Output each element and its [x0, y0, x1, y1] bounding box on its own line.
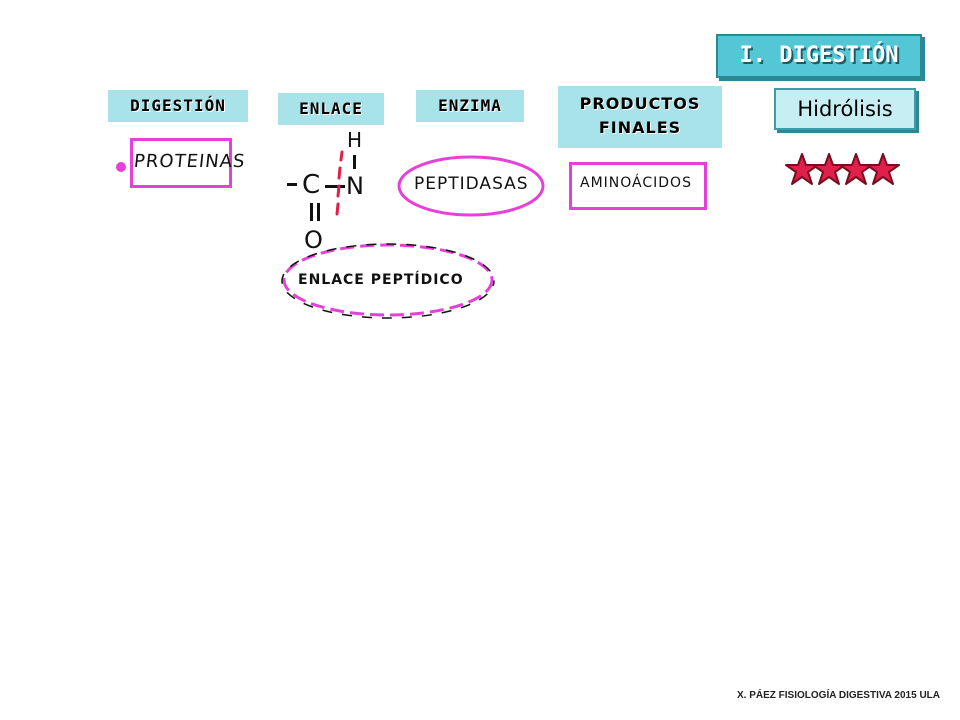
- hidrolisis-box: Hidrólisis: [774, 88, 916, 130]
- carbon-atom: C: [302, 170, 322, 200]
- double-bond-line-1: [310, 203, 313, 221]
- enzyme-label: PEPTIDASAS: [414, 174, 529, 194]
- bond-h-n-line: [353, 155, 356, 169]
- cleavage-line-icon: [335, 150, 344, 216]
- bullet-icon: [116, 162, 126, 172]
- header-enzima: ENZIMA: [416, 90, 524, 122]
- bond-name-ellipse: [281, 243, 495, 319]
- bond-c-n-line: [325, 185, 345, 188]
- double-bond-line-2: [317, 203, 320, 221]
- product-label: AMINOÁCIDOS: [580, 175, 692, 191]
- hydrogen-atom: H: [347, 128, 364, 152]
- page-title: I. DIGESTIÓN: [716, 34, 922, 78]
- header-enlace: ENLACE: [278, 93, 384, 125]
- footer-credit: X. PÁEZ FISIOLOGÍA DIGESTIVA 2015 ULA: [737, 690, 940, 701]
- bond-name-label: ENLACE PEPTÍDICO: [298, 272, 464, 288]
- product-frame: [569, 162, 707, 210]
- substrate-label: PROTEINAS: [132, 151, 247, 172]
- bond-left-line: [287, 183, 297, 186]
- substrate-frame: [130, 138, 232, 188]
- stars-rating-icon: [785, 153, 900, 185]
- nitrogen-atom: N: [346, 172, 365, 200]
- header-productos-finales: PRODUCTOS FINALES: [558, 86, 722, 148]
- header-productos-line1: PRODUCTOS: [579, 94, 701, 113]
- header-productos-line2: FINALES: [598, 118, 682, 137]
- enzyme-ellipse: [397, 155, 545, 217]
- oxygen-atom: O: [304, 226, 324, 254]
- header-digestion: DIGESTIÓN: [108, 90, 248, 122]
